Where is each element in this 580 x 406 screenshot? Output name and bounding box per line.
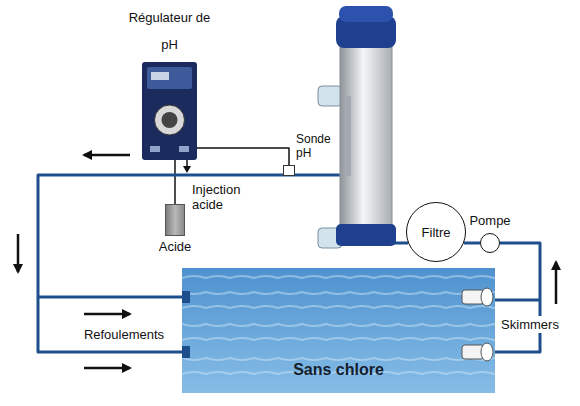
outlet-label: Refoulements bbox=[74, 327, 174, 342]
water-ripple bbox=[182, 358, 495, 360]
node-label: Régulateur de pH bbox=[122, 4, 218, 58]
return-outlet bbox=[182, 291, 190, 303]
skimmer-mouth bbox=[481, 343, 493, 361]
flow-arrow bbox=[84, 367, 130, 370]
uv-inlet bbox=[318, 86, 342, 106]
node-label: Filtre bbox=[422, 225, 451, 240]
pump-rotor bbox=[162, 112, 178, 128]
flow-arrow bbox=[84, 154, 130, 157]
uv-sterilizer bbox=[318, 6, 396, 248]
regulator-button bbox=[179, 146, 189, 152]
ph-regulator: Régulateur de pH bbox=[142, 62, 197, 160]
pump-circle: Pompe bbox=[480, 233, 500, 253]
node-label: Sonde pH bbox=[296, 132, 340, 160]
pool-basin: Sans chlore bbox=[182, 268, 495, 393]
uv-base bbox=[336, 224, 396, 246]
injection-label: Injection acide bbox=[192, 182, 256, 212]
node-label: Pompe bbox=[469, 213, 510, 228]
skimmer-branch-pipe bbox=[495, 299, 540, 302]
return-branch-pipe bbox=[38, 296, 182, 299]
ph-probe: Sonde pH bbox=[283, 165, 295, 176]
flow-arrow bbox=[555, 262, 558, 304]
uv-sticker bbox=[346, 96, 351, 176]
filter-circle: Filtre bbox=[406, 202, 466, 262]
injection-arrow-head bbox=[183, 166, 191, 173]
acid-tube bbox=[174, 160, 176, 204]
node-label: Sans chlore bbox=[182, 360, 495, 379]
probe-cable bbox=[197, 148, 289, 165]
suction-pipe bbox=[495, 243, 540, 352]
regulator-panel bbox=[147, 67, 192, 89]
acid-container bbox=[165, 204, 185, 236]
flow-arrow bbox=[84, 313, 130, 316]
water-ripple bbox=[182, 324, 495, 326]
regulator-screen bbox=[151, 72, 169, 80]
water-ripple bbox=[182, 292, 495, 294]
regulator-device bbox=[142, 62, 197, 160]
return-outlet bbox=[182, 346, 190, 358]
injection-line bbox=[186, 160, 188, 167]
acid-tank: Acide bbox=[153, 204, 197, 254]
pump-filter-pipe bbox=[464, 242, 480, 245]
regulator-button bbox=[150, 146, 160, 152]
node-label: Acide bbox=[153, 239, 197, 254]
flow-arrow bbox=[17, 234, 20, 272]
skimmer-label: Skimmers bbox=[496, 316, 564, 333]
regulator-housing bbox=[142, 62, 197, 160]
uv-body bbox=[340, 40, 392, 230]
water-ripple bbox=[182, 306, 495, 308]
uv-cap-top bbox=[339, 6, 393, 22]
pump-head bbox=[155, 105, 185, 135]
water-ripple bbox=[182, 276, 495, 278]
water-ripple bbox=[182, 338, 495, 340]
skimmer-mouth bbox=[481, 288, 493, 306]
